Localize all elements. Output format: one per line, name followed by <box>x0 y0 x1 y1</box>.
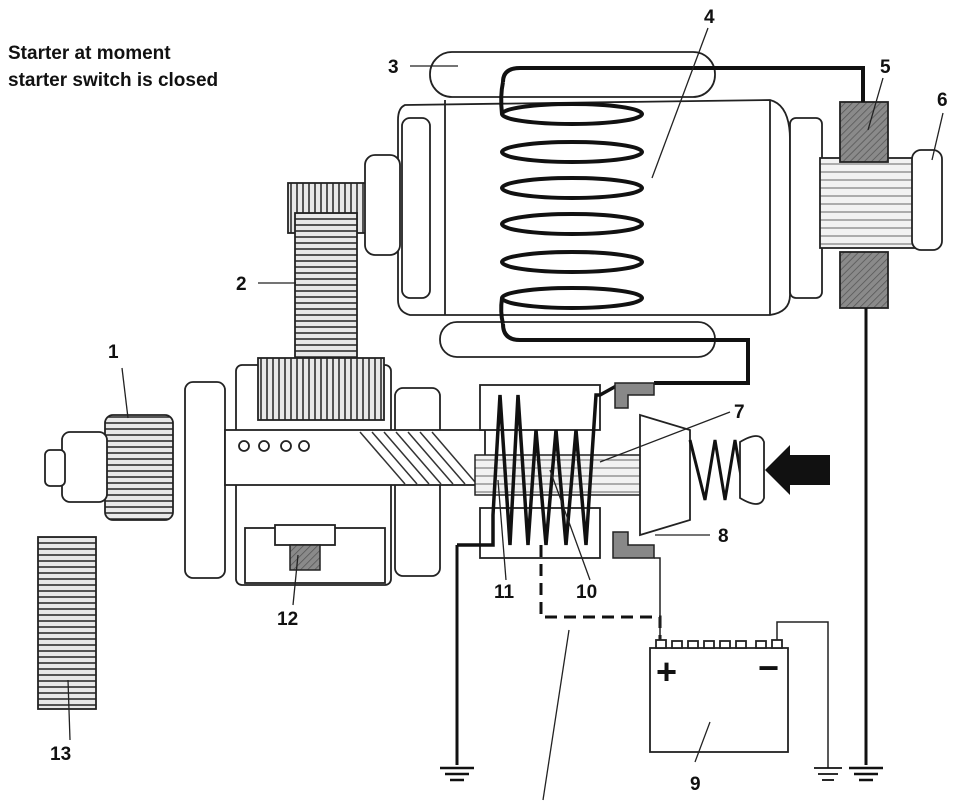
callout-9: 9 <box>690 774 701 795</box>
ground-symbol-right <box>849 766 883 782</box>
callout-10: 10 <box>576 582 597 603</box>
shaft-tip <box>44 449 66 487</box>
switch-circuit-dashed <box>539 545 662 640</box>
callout-1: 1 <box>108 342 119 363</box>
force-arrow-icon <box>765 445 830 495</box>
overrunning-clutch-rollers <box>238 440 310 452</box>
battery-negative-lead <box>776 621 829 768</box>
callout-8: 8 <box>718 526 729 547</box>
callout-6: 6 <box>937 90 948 111</box>
title-line-2: starter switch is closed <box>8 70 219 91</box>
intermediate-gear <box>294 212 358 359</box>
solenoid-windings <box>457 383 619 547</box>
diagram-title: Starter at moment starter switch is clos… <box>8 40 218 94</box>
motor-pinion <box>364 154 401 256</box>
callout-5: 5 <box>880 57 891 78</box>
plunger-head <box>639 413 691 537</box>
ground-symbol-left <box>440 766 474 782</box>
brush-upper <box>839 101 889 163</box>
callout-4: 4 <box>704 7 715 28</box>
callout-3: 3 <box>388 57 399 78</box>
return-spring <box>688 439 747 501</box>
callout-2: 2 <box>236 274 247 295</box>
brush-lower <box>839 251 889 309</box>
motor-frame <box>397 51 823 358</box>
main-contact-upper <box>614 382 655 409</box>
battery <box>649 639 789 753</box>
title-line-1: Starter at moment <box>8 43 171 64</box>
field-coil <box>499 66 865 385</box>
helical-splines <box>359 431 476 485</box>
lock-spring-seat <box>274 524 336 546</box>
battery-minus-sign: − <box>758 647 779 688</box>
drive-gear <box>257 357 385 421</box>
ring-gear <box>37 536 97 710</box>
plunger-cap <box>739 435 765 505</box>
armature-shaft <box>819 157 916 249</box>
leader-lines <box>67 27 944 801</box>
main-contact-lower <box>612 531 655 559</box>
pinion-shaft <box>61 431 108 503</box>
battery-positive-lead <box>654 557 661 640</box>
ground-symbol-battery <box>814 767 842 781</box>
callout-13: 13 <box>50 744 71 765</box>
callout-7: 7 <box>734 402 745 423</box>
battery-plus-sign: + <box>656 651 677 692</box>
lock-spring <box>289 544 321 571</box>
shaft-end-cap <box>911 149 943 251</box>
callout-12: 12 <box>277 609 298 630</box>
drive-pinion <box>104 414 174 521</box>
callout-11: 11 <box>494 582 515 603</box>
